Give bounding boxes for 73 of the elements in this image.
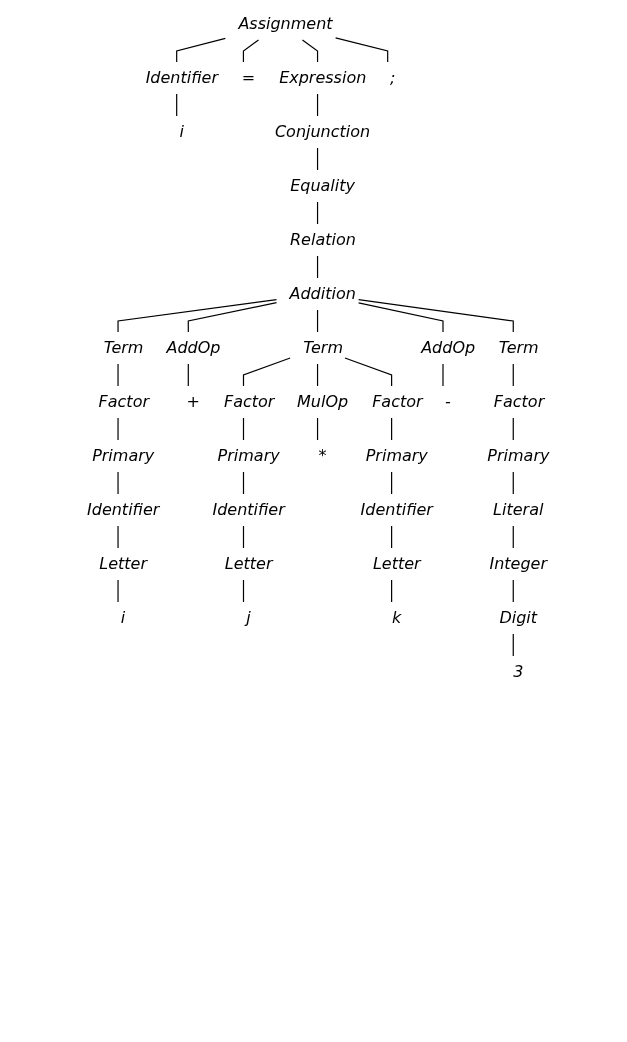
connector xyxy=(188,363,190,387)
node-text: Factor xyxy=(494,392,545,411)
node-text: Primary xyxy=(217,446,281,465)
node-text: Identifier xyxy=(146,68,219,87)
node-text: Primary xyxy=(366,446,429,465)
connector xyxy=(358,302,444,333)
connector xyxy=(391,525,393,549)
connector xyxy=(188,301,278,333)
connector xyxy=(117,298,278,333)
connector xyxy=(513,525,515,549)
connector xyxy=(391,471,393,495)
node-text: + xyxy=(187,392,201,411)
node-text: Identifier xyxy=(87,500,160,519)
node-text: Integer xyxy=(489,554,548,573)
node-text: Term xyxy=(104,338,144,357)
node-text: Literal xyxy=(493,500,544,519)
connector xyxy=(317,93,319,117)
connector xyxy=(302,39,319,63)
node-text: = xyxy=(242,68,256,87)
connector xyxy=(513,471,515,495)
connector xyxy=(243,39,260,63)
connector xyxy=(243,579,245,603)
node-text: AddOp xyxy=(166,338,221,357)
node-text: Factor xyxy=(224,392,275,411)
node-text: Letter xyxy=(225,554,273,573)
connector xyxy=(358,299,515,333)
node-text: Term xyxy=(303,338,344,357)
connector xyxy=(317,147,319,171)
node-text: Primary xyxy=(92,446,155,465)
node-text: Expression xyxy=(279,68,367,87)
connector xyxy=(176,37,227,63)
node-text: Addition xyxy=(289,284,357,303)
node-text: 3 xyxy=(513,662,524,681)
connector xyxy=(317,417,319,441)
connector xyxy=(391,579,393,603)
connector xyxy=(513,633,515,657)
connector xyxy=(513,417,515,441)
node-text: Relation xyxy=(290,230,357,249)
node-text: Term xyxy=(499,338,540,357)
node-text: Equality xyxy=(290,176,356,195)
node-text: k xyxy=(392,608,402,627)
node-text: Letter xyxy=(373,554,422,573)
connector xyxy=(344,357,393,387)
connector xyxy=(317,363,319,387)
connector xyxy=(243,357,292,387)
node-text: Factor xyxy=(372,392,423,411)
node-text: Digit xyxy=(499,608,538,627)
node-text: Assignment xyxy=(238,14,333,33)
connector xyxy=(317,255,319,279)
connector xyxy=(513,579,515,603)
node-text: i xyxy=(179,122,185,141)
connector xyxy=(176,93,178,117)
node-text: AddOp xyxy=(421,338,476,357)
node-text: i xyxy=(121,608,126,627)
node-text: Primary xyxy=(487,446,550,465)
node-text: Identifier xyxy=(212,500,286,519)
node-text: * xyxy=(318,446,327,465)
node-text: ; xyxy=(390,68,396,87)
connector xyxy=(243,417,245,441)
node-text: Identifier xyxy=(360,500,434,519)
connector xyxy=(243,525,245,549)
connector xyxy=(317,201,319,225)
node-text: j xyxy=(246,608,252,627)
node-text: Conjunction xyxy=(275,122,371,141)
connector xyxy=(317,309,319,333)
connector xyxy=(391,417,393,441)
node-text: Factor xyxy=(98,392,150,411)
connector xyxy=(335,37,389,63)
node-text: MulOp xyxy=(297,392,349,411)
connector xyxy=(243,471,245,495)
connector xyxy=(513,363,515,387)
node-text: Letter xyxy=(99,554,148,573)
node-text: - xyxy=(445,392,452,411)
